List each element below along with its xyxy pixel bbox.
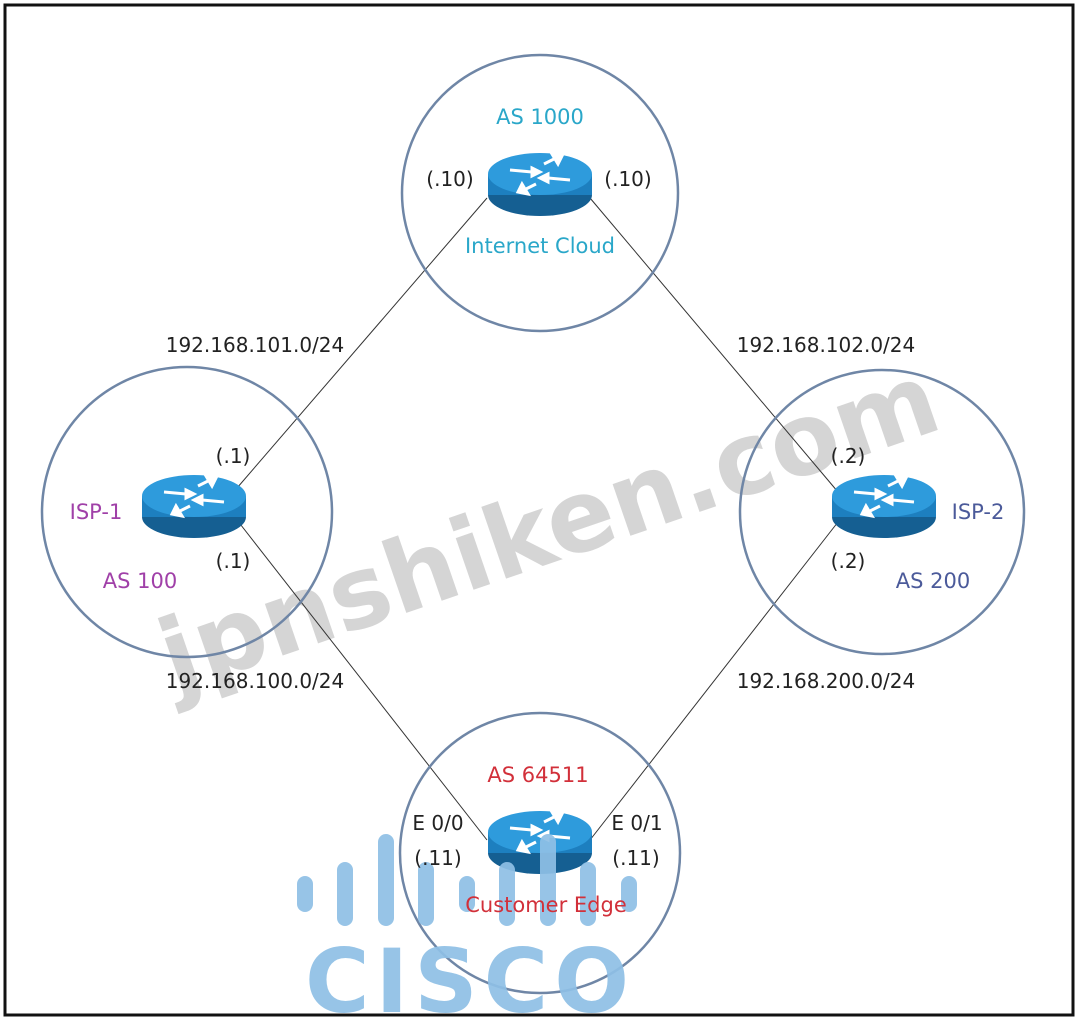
isp1-top-ip: (.1)	[216, 444, 251, 468]
as-circle-isp2	[738, 368, 1026, 656]
internet-left-ip: (.10)	[426, 167, 473, 191]
router-isp1-icon	[140, 473, 248, 540]
router-isp2-icon	[830, 473, 938, 540]
isp2-bottom-ip: (.2)	[831, 549, 866, 573]
isp1-bottom-ip: (.1)	[216, 549, 251, 573]
customer-left-interface: E 0/0	[412, 811, 463, 835]
link-isp1-internet	[236, 197, 488, 489]
customer-right-ip: (.11)	[612, 846, 659, 870]
diagram-frame	[3, 3, 1075, 1017]
customer-right-interface: E 0/1	[611, 811, 662, 835]
subnet-label-internet-isp2: 192.168.102.0/24	[737, 333, 916, 357]
customer-left-ip: (.11)	[414, 846, 461, 870]
link-isp1-customer	[236, 519, 488, 841]
subnet-label-isp2-customer: 192.168.200.0/24	[737, 669, 916, 693]
subnet-label-isp1-customer: 192.168.100.0/24	[166, 669, 345, 693]
internet-name-label: Internet Cloud	[465, 234, 615, 258]
router-internet-icon	[486, 151, 594, 218]
subnet-label-isp1-internet: 192.168.101.0/24	[166, 333, 345, 357]
internet-as-label: AS 1000	[496, 105, 584, 129]
as-circle-customer	[398, 711, 682, 995]
cisco-wordmark: CISCO	[305, 930, 635, 1020]
as-circle-isp1	[40, 365, 334, 659]
link-internet-isp2	[589, 197, 839, 493]
customer-as-label: AS 64511	[487, 763, 588, 787]
cisco-bars-icon	[297, 834, 637, 926]
isp2-name-label: ISP-2	[952, 500, 1005, 524]
isp2-as-label: AS 200	[896, 569, 970, 593]
isp2-top-ip: (.2)	[831, 444, 866, 468]
isp1-name-label: ISP-1	[70, 500, 123, 524]
link-isp2-customer	[589, 521, 839, 841]
isp1-as-label: AS 100	[103, 569, 177, 593]
cisco-logo: CISCO	[297, 834, 637, 1025]
as-circle-internet	[400, 53, 680, 333]
watermark-text: jpnshiken.com	[141, 339, 954, 716]
customer-name-label: Customer Edge	[465, 893, 627, 917]
internet-right-ip: (.10)	[604, 167, 651, 191]
